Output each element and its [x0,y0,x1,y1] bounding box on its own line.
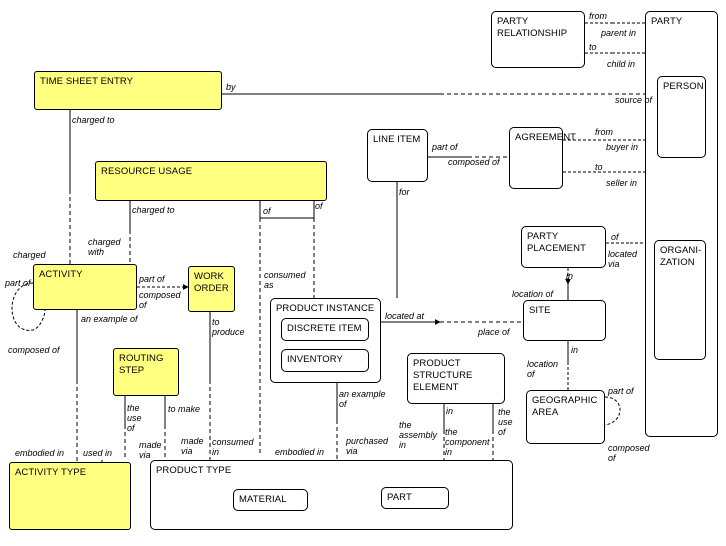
label-the-assembly-in: the assembly in [399,420,438,450]
entity-routing-step-name: ROUTING STEP [119,353,164,376]
label-located-at: located at [385,311,425,321]
rel-ru-of [259,201,315,219]
label-from-ag: from [595,127,613,137]
entity-line-item[interactable]: LINE ITEM [367,129,428,182]
entity-geographic-area-name: GEOGRAPHIC AREA [532,395,598,418]
label-from-pr: from [589,11,607,21]
label-located-via: located via [608,249,638,269]
entity-party-relationship[interactable]: PARTY RELATIONSHIP [491,11,585,68]
entity-agreement-name: AGREEMENT [515,132,577,143]
label-to-produce: to produce [212,317,245,337]
label-seller-in: seller in [606,178,638,188]
label-composed-of-ga: composed of [608,443,650,463]
entity-routing-step[interactable]: ROUTING STEP [113,348,179,396]
label-of-pp: of [611,232,619,242]
entity-person[interactable]: PERSON [657,76,706,158]
label-embodied-in-pt: embodied in [275,447,325,457]
entity-site-name: SITE [529,305,551,316]
label-the-component-in: the component in [445,427,490,457]
label-in-pp: in [566,271,574,281]
entity-inventory[interactable]: INVENTORY [281,349,369,372]
entity-work-order[interactable]: WORK ORDER [188,266,235,312]
label-by: by [226,82,236,92]
label-location-of-ga: location of [527,359,559,379]
label-to-ag: to [595,162,603,172]
entity-work-order-name: WORK ORDER [194,271,229,294]
entity-product-type-name: PRODUCT TYPE [156,465,232,476]
label-charged-act: charged [13,250,46,260]
entity-party[interactable]: PARTY [645,11,718,437]
entity-party-placement[interactable]: PARTY PLACEMENT [521,226,606,268]
entity-part-name: PART [387,492,412,503]
label-for-li: for [399,187,410,197]
entity-agreement[interactable]: AGREEMENT [509,127,577,189]
label-of-ru2: of [315,201,323,211]
entity-resource-usage-name: RESOURCE USAGE [101,166,193,177]
label-the-use-of-pse: the use of [498,407,513,437]
label-charged-to-ru: charged to [132,205,175,215]
entity-part[interactable]: PART [381,487,449,509]
entity-party-placement-name: PARTY PLACEMENT [527,231,586,254]
label-composed-of-li: composed of [448,157,500,167]
label-embodied-in-at: embodied in [15,448,65,458]
entity-product-type[interactable]: PRODUCT TYPE [150,460,513,530]
label-made-via-pt: made via [181,436,204,456]
label-location-of-pp: location of [512,289,554,299]
label-part-of-li: part of [432,142,458,152]
entity-material[interactable]: MATERIAL [233,489,308,511]
entity-time-sheet-entry[interactable]: TIME SHEET ENTRY [34,71,222,110]
label-an-example-of-pi: an example of [339,389,386,409]
entity-resource-usage[interactable]: RESOURCE USAGE [95,161,327,201]
label-composed-of-wo: composed of [139,290,181,310]
entity-discrete-item[interactable]: DISCRETE ITEM [281,318,369,341]
entity-activity-type[interactable]: ACTIVITY TYPE [9,462,131,530]
entity-line-item-name: LINE ITEM [373,134,421,145]
entity-product-instance-name: PRODUCT INSTANCE [276,303,375,314]
entity-activity-name: ACTIVITY [39,269,83,280]
entity-site[interactable]: SITE [523,300,606,341]
label-part-of-wo: part of [139,274,165,284]
entity-party-relationship-name: PARTY RELATIONSHIP [497,16,568,39]
label-consumed-in: consumed in [212,437,254,457]
entity-product-structure-element-name: PRODUCT STRUCTURE ELEMENT [413,358,473,393]
rel-act-loop [11,282,46,331]
entity-time-sheet-entry-name: TIME SHEET ENTRY [40,76,134,87]
label-the-use-of-rs: the use of [127,403,142,433]
entity-material-name: MATERIAL [239,494,287,505]
label-consumed-as: consumed as [264,270,306,290]
entity-inventory-name: INVENTORY [287,354,343,365]
entity-person-name: PERSON [663,81,704,92]
label-to-make: to make [168,404,201,414]
entity-party-name: PARTY [651,16,683,27]
label-composed-of-act: composed of [8,345,60,355]
entity-organization-name: ORGANI- ZATION [660,245,702,268]
entity-activity[interactable]: ACTIVITY [33,264,137,310]
label-source-of: source of [615,95,653,105]
entity-organization[interactable]: ORGANI- ZATION [654,240,706,360]
rel-ga-loop [604,396,621,426]
entity-discrete-item-name: DISCRETE ITEM [287,323,362,334]
label-place-of: place of [478,327,510,337]
entity-geographic-area[interactable]: GEOGRAPHIC AREA [526,390,605,444]
label-to-pr: to [589,42,597,52]
label-parent-in: parent in [601,28,637,38]
label-part-of-ga: part of [608,386,634,396]
entity-product-structure-element[interactable]: PRODUCT STRUCTURE ELEMENT [407,353,505,404]
label-made-via-rs: made via [139,440,162,460]
label-in-site: in [571,345,579,355]
label-child-in: child in [607,59,636,69]
label-charged-to-tse: charged to [72,115,115,125]
entity-activity-type-name: ACTIVITY TYPE [15,467,87,478]
label-of-ru1: of [263,206,271,216]
label-buyer-in: buyer in [606,142,639,152]
label-charged-with: charged with [88,237,121,257]
label-part-of-act: part of [5,278,31,288]
label-in-pse1: in [446,406,454,416]
label-purchased-via: purchased via [346,436,389,456]
label-an-example-of-act: an example of [81,314,138,324]
label-used-in: used in [83,448,113,458]
